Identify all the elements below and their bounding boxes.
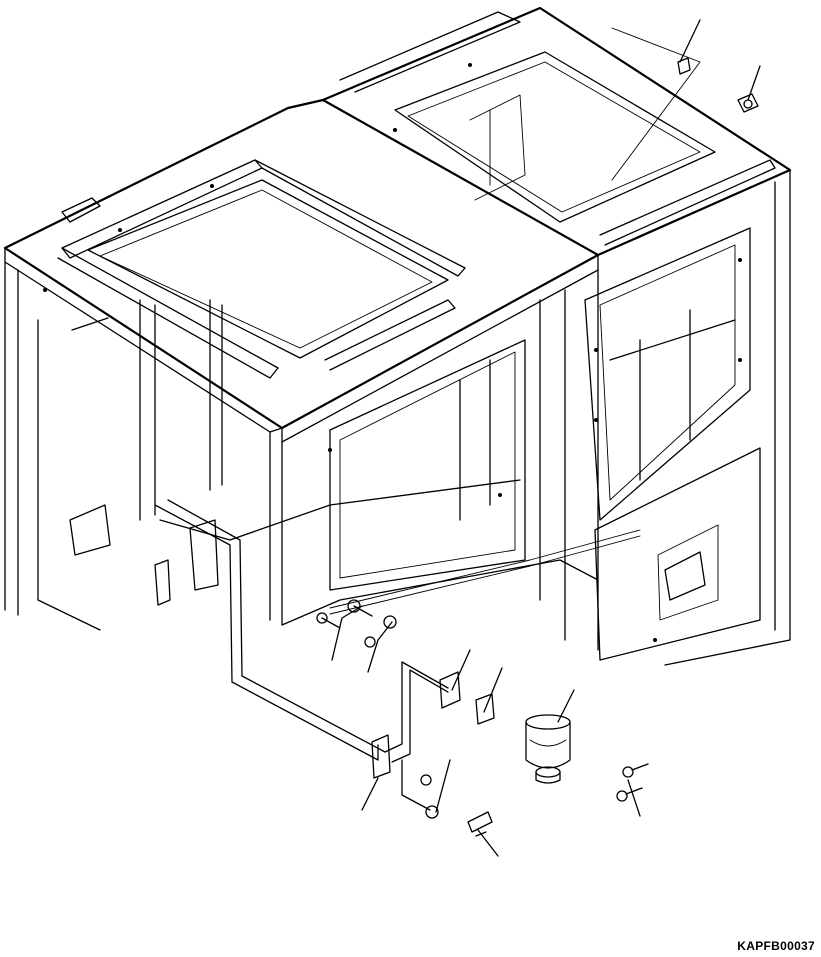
clamp-lower <box>371 734 391 779</box>
harness-route <box>154 499 641 811</box>
clamp-group <box>371 671 495 779</box>
bolt-drier-1 <box>622 763 649 778</box>
clamp-upper <box>439 671 461 709</box>
bolt-left-2 <box>347 599 373 617</box>
washer-left-2 <box>383 615 397 629</box>
bolt-left-1 <box>316 612 341 629</box>
washer-left-1 <box>364 636 376 648</box>
rivet-dots <box>43 63 742 642</box>
drawing-part-code: KAPFB00037 <box>737 939 815 953</box>
bolt-drier-2 <box>616 787 643 802</box>
receiver-drier <box>525 714 571 784</box>
cab-roof-rear <box>321 6 792 257</box>
bolt-top-right <box>737 93 759 113</box>
cab-roof-front <box>3 98 600 443</box>
clamp-middle <box>475 693 495 725</box>
cab-frame-pillars <box>4 169 791 666</box>
bolt-low-1 <box>467 811 493 833</box>
leader-lines <box>331 19 761 857</box>
washer-low-2 <box>425 805 439 819</box>
washer-low-1 <box>420 774 432 786</box>
fastener-bolts <box>316 57 759 837</box>
bolt-top <box>677 57 691 75</box>
